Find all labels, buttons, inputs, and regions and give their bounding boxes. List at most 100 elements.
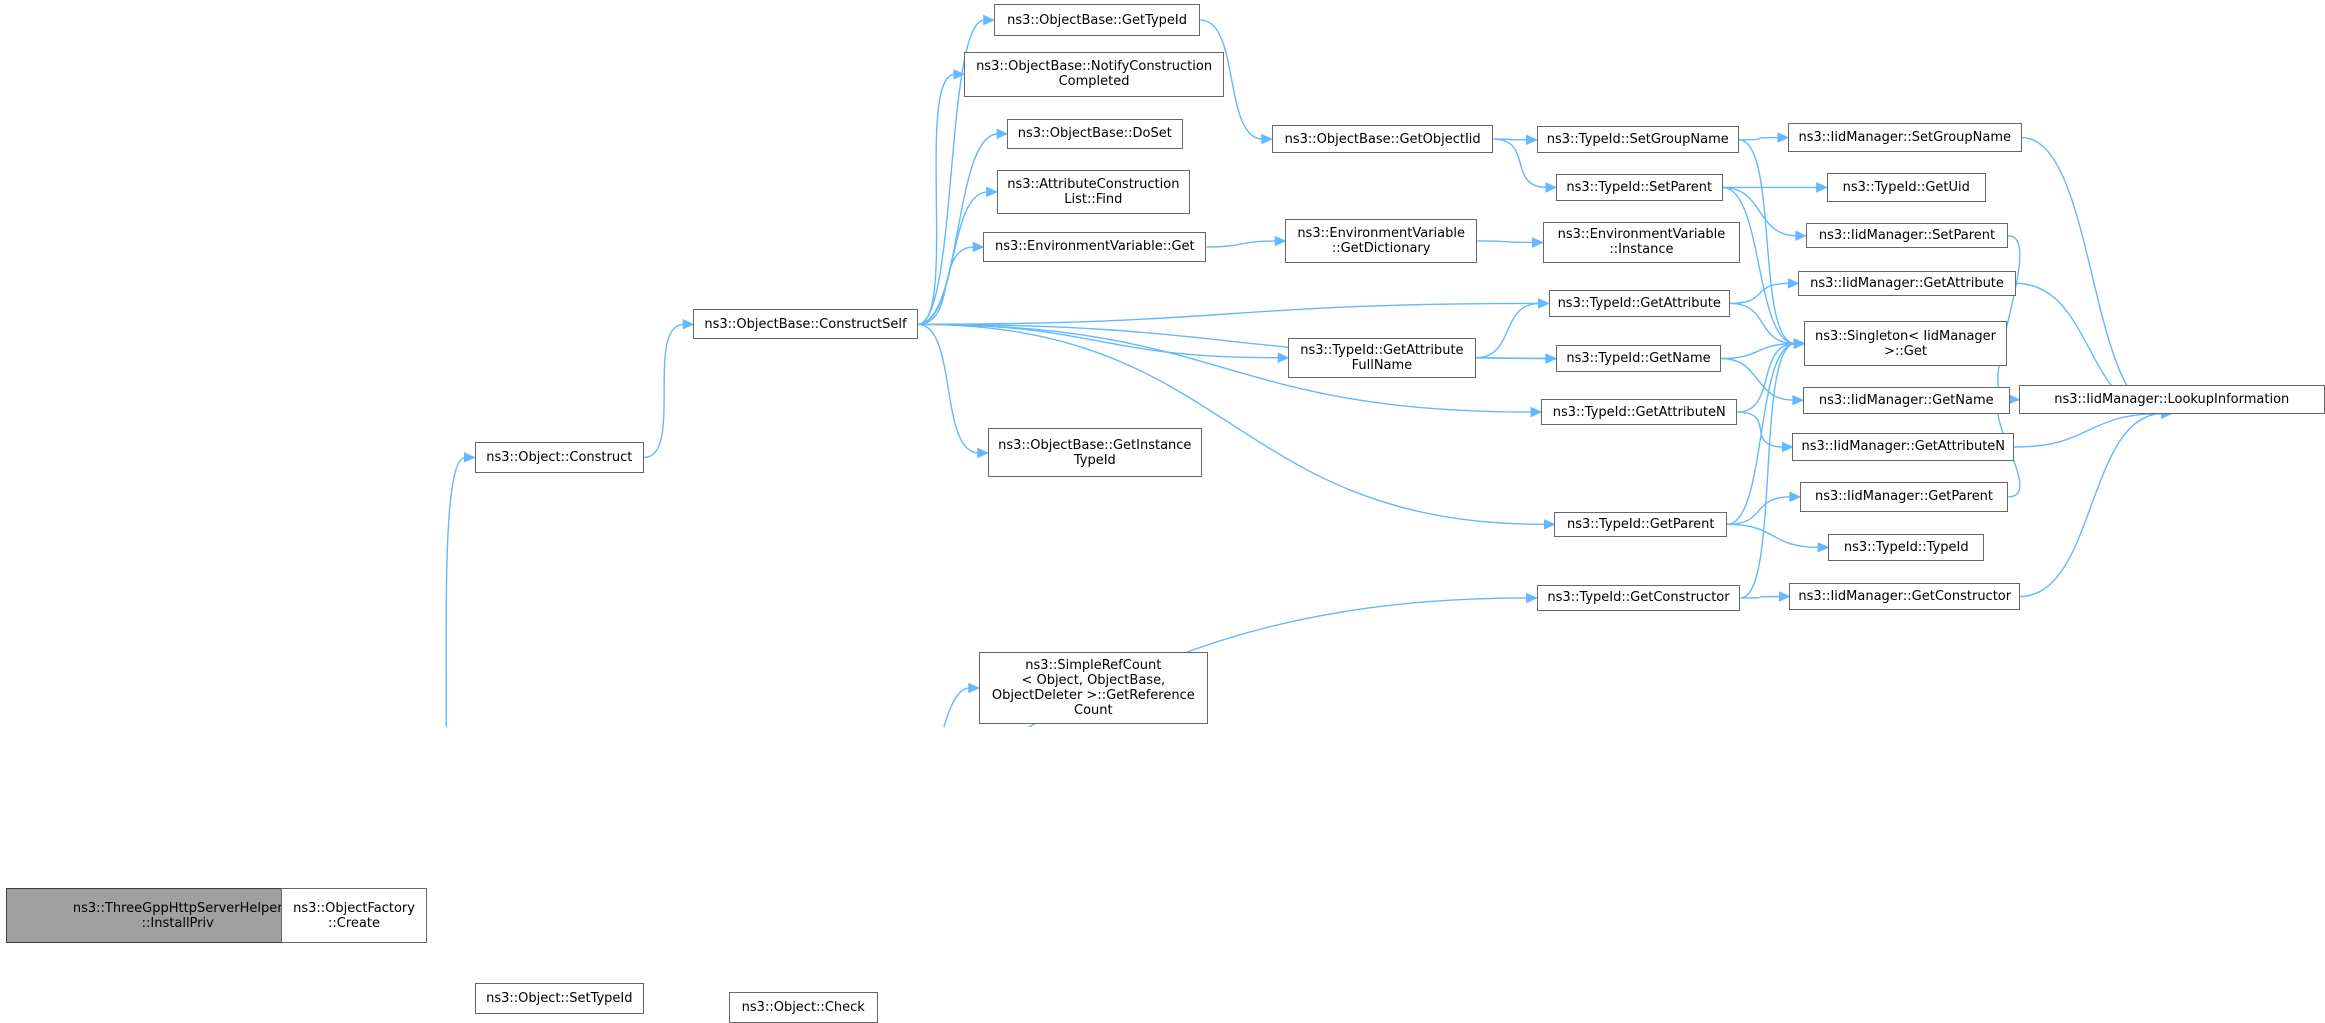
graph-node-acl-find[interactable]: ns3::AttributeConstruction List::Find xyxy=(996,169,1191,215)
graph-node-singleton-get[interactable]: ns3::Singleton< IidManager >::Get xyxy=(1804,321,2007,366)
graph-arrowhead xyxy=(996,128,1009,140)
graph-arrowhead xyxy=(1526,592,1538,604)
graph-node-iid-getattributen[interactable]: ns3::IidManager::GetAttributeN xyxy=(1792,432,2015,462)
graph-node-iid-lookup[interactable]: ns3::IidManager::LookupInformation xyxy=(2018,385,2325,414)
graph-edge-env-getdict-to-env-instance xyxy=(1477,240,1534,244)
graph-arrowhead xyxy=(983,14,995,26)
graph-edge-tid-setparent-to-singleton-get xyxy=(1722,186,1796,345)
graph-edge-iid-getconstructor-to-iid-lookup xyxy=(2020,412,2163,598)
graph-edge-constructself-to-tid-getattributen xyxy=(917,323,1533,413)
graph-node-obj-settypeid[interactable]: ns3::Object::SetTypeId xyxy=(474,983,645,1015)
graph-arrowhead xyxy=(682,319,695,330)
graph-node-obj-construct[interactable]: ns3::Object::Construct xyxy=(474,441,645,474)
graph-arrowhead xyxy=(986,186,998,198)
graph-node-obj-check[interactable]: ns3::Object::Check xyxy=(728,992,878,1023)
graph-edge-factory-create-to-tid-getconstructor xyxy=(1027,597,1528,727)
graph-edge-obj-construct-to-constructself xyxy=(644,323,685,459)
graph-edge-tid-setparent-to-iid-setparent xyxy=(1722,186,1797,237)
graph-edge-ob-getobjectiid-to-tid-setgroupname xyxy=(1493,138,1528,141)
graph-edge-factory-create-to-obj-construct xyxy=(445,456,466,727)
graph-node-iid-getattribute[interactable]: ns3::IidManager::GetAttribute xyxy=(1798,270,2016,296)
graph-edge-env-get-to-env-getdict xyxy=(1206,240,1277,248)
graph-arrowhead xyxy=(1787,278,1800,289)
graph-edge-ob-gettypeid-to-ob-getobjectiid xyxy=(1200,19,1263,140)
graph-node-iid-getname[interactable]: ns3::IidManager::GetName xyxy=(1802,386,2010,414)
graph-arrowhead xyxy=(1277,352,1290,364)
graph-edge-tid-getparent-to-tid-typeid xyxy=(1727,523,1820,549)
graph-node-env-get[interactable]: ns3::EnvironmentVariable::Get xyxy=(983,232,1207,262)
graph-node-tid-getparent[interactable]: ns3::TypeId::GetParent xyxy=(1554,511,1727,537)
graph-edge-tid-getattributen-to-singleton-get xyxy=(1737,342,1796,413)
graph-node-simplerefcount[interactable]: ns3::SimpleRefCount < Object, ObjectBase… xyxy=(978,651,1208,725)
graph-edge-tid-getparent-to-singleton-get xyxy=(1726,342,1796,526)
graph-node-tid-getconstructor[interactable]: ns3::TypeId::GetConstructor xyxy=(1536,584,1741,612)
graph-edge-iid-setgroupname-to-iid-lookup xyxy=(2021,136,2163,415)
graph-node-tid-setparent[interactable]: ns3::TypeId::SetParent xyxy=(1555,174,1723,201)
graph-edge-constructself-to-tid-getattribute xyxy=(917,302,1540,325)
graph-node-tid-getname[interactable]: ns3::TypeId::GetName xyxy=(1555,345,1722,372)
graph-node-ob-getinstance[interactable]: ns3::ObjectBase::GetInstance TypeId xyxy=(987,428,1202,478)
graph-arrowhead xyxy=(1545,182,1558,193)
graph-edge-tid-getattribute-to-singleton-get xyxy=(1729,302,1796,345)
graph-node-iid-setparent[interactable]: ns3::IidManager::SetParent xyxy=(1805,223,2009,249)
graph-edge-constructself-to-ob-getinstance xyxy=(917,323,979,454)
graph-arrowhead xyxy=(1817,542,1830,553)
graph-edge-tid-getname-to-iid-getname xyxy=(1721,357,1794,401)
graph-edge-iid-getattributen-to-iid-lookup xyxy=(2014,412,2163,448)
graph-node-iid-getconstructor[interactable]: ns3::IidManager::GetConstructor xyxy=(1789,583,2021,610)
graph-node-env-getdict[interactable]: ns3::EnvironmentVariable ::GetDictionary xyxy=(1285,218,1478,264)
graph-arrowhead xyxy=(1781,441,1794,453)
graph-node-factory-create[interactable]: ns3::ObjectFactory ::Create xyxy=(281,888,427,944)
graph-node-ob-getobjectiid[interactable]: ns3::ObjectBase::GetObjectIid xyxy=(1271,124,1494,154)
graph-arrowhead xyxy=(2008,394,2020,405)
graph-arrowhead xyxy=(1530,406,1543,418)
graph-arrowhead xyxy=(1789,491,1802,503)
graph-edge-tid-getname-to-singleton-get xyxy=(1721,342,1796,360)
graph-edge-obj-check-to-simplerefcount xyxy=(943,687,970,727)
graph-node-tid-setgroupname[interactable]: ns3::TypeId::SetGroupName xyxy=(1536,126,1739,154)
graph-node-iid-getparent[interactable]: ns3::IidManager::GetParent xyxy=(1799,481,2009,512)
graph-edge-tid-getattributen-to-iid-getattributen xyxy=(1737,411,1784,448)
graph-edge-iid-setparent-to-iid-lookup xyxy=(1997,235,2021,401)
graph-node-tid-getuid[interactable]: ns3::TypeId::GetUid xyxy=(1826,172,1986,203)
graph-arrowhead xyxy=(977,447,989,459)
graph-arrowhead xyxy=(1816,182,1828,193)
graph-edge-tid-getattrfullname-to-tid-getname xyxy=(1475,357,1547,360)
graph-node-ob-notify[interactable]: ns3::ObjectBase::NotifyConstruction Comp… xyxy=(963,52,1225,97)
graph-node-env-instance[interactable]: ns3::EnvironmentVariable ::Instance xyxy=(1542,221,1741,264)
graph-arrowhead xyxy=(1545,353,1558,364)
graph-arrowhead xyxy=(972,241,985,253)
graph-arrowhead xyxy=(1795,230,1808,242)
graph-edge-constructself-to-ob-doset xyxy=(917,133,999,325)
graph-node-iid-setgroupname[interactable]: ns3::IidManager::SetGroupName xyxy=(1788,123,2022,152)
graph-arrowhead xyxy=(1274,235,1287,247)
graph-arrowhead xyxy=(953,69,966,80)
graph-node-tid-typeid[interactable]: ns3::TypeId::TypeId xyxy=(1828,534,1985,561)
graph-edge-constructself-to-tid-getparent xyxy=(917,323,1546,526)
graph-edge-tid-getconstructor-to-iid-getconstructor xyxy=(1740,595,1781,599)
graph-arrowhead xyxy=(1526,134,1538,146)
graph-edge-ob-getobjectiid-to-tid-setparent xyxy=(1493,138,1547,189)
graph-arrowhead xyxy=(464,452,476,463)
graph-edge-tid-getattrfullname-to-tid-getattribute xyxy=(1475,302,1540,359)
graph-node-constructself[interactable]: ns3::ObjectBase::ConstructSelf xyxy=(693,309,918,340)
graph-edge-tid-getconstructor-to-singleton-get xyxy=(1740,342,1796,599)
graph-node-ob-doset[interactable]: ns3::ObjectBase::DoSet xyxy=(1007,119,1183,149)
graph-edge-constructself-to-env-get xyxy=(917,246,975,325)
graph-arrowhead xyxy=(1538,298,1550,309)
graph-edge-tid-setgroupname-to-iid-setgroupname xyxy=(1738,136,1780,141)
graph-arrowhead xyxy=(1261,133,1274,145)
graph-node-ob-gettypeid[interactable]: ns3::ObjectBase::GetTypeId xyxy=(993,4,1201,36)
graph-edge-tid-getparent-to-iid-getparent xyxy=(1727,496,1791,526)
graph-edge-constructself-to-acl-find xyxy=(917,191,988,325)
graph-arrowhead xyxy=(1778,591,1791,602)
graph-arrowhead xyxy=(1532,237,1544,248)
graph-arrowhead xyxy=(1793,338,1806,349)
graph-edge-tid-setgroupname-to-singleton-get xyxy=(1738,139,1796,345)
graph-edge-constructself-to-ob-notify xyxy=(917,73,956,325)
graph-arrowhead xyxy=(1777,132,1790,143)
graph-node-tid-getattribute[interactable]: ns3::TypeId::GetAttribute xyxy=(1548,290,1730,317)
graph-node-tid-getattrfullname[interactable]: ns3::TypeId::GetAttribute FullName xyxy=(1288,337,1476,378)
graph-arrowhead xyxy=(1543,519,1556,530)
graph-node-tid-getattributen[interactable]: ns3::TypeId::GetAttributeN xyxy=(1541,398,1738,426)
